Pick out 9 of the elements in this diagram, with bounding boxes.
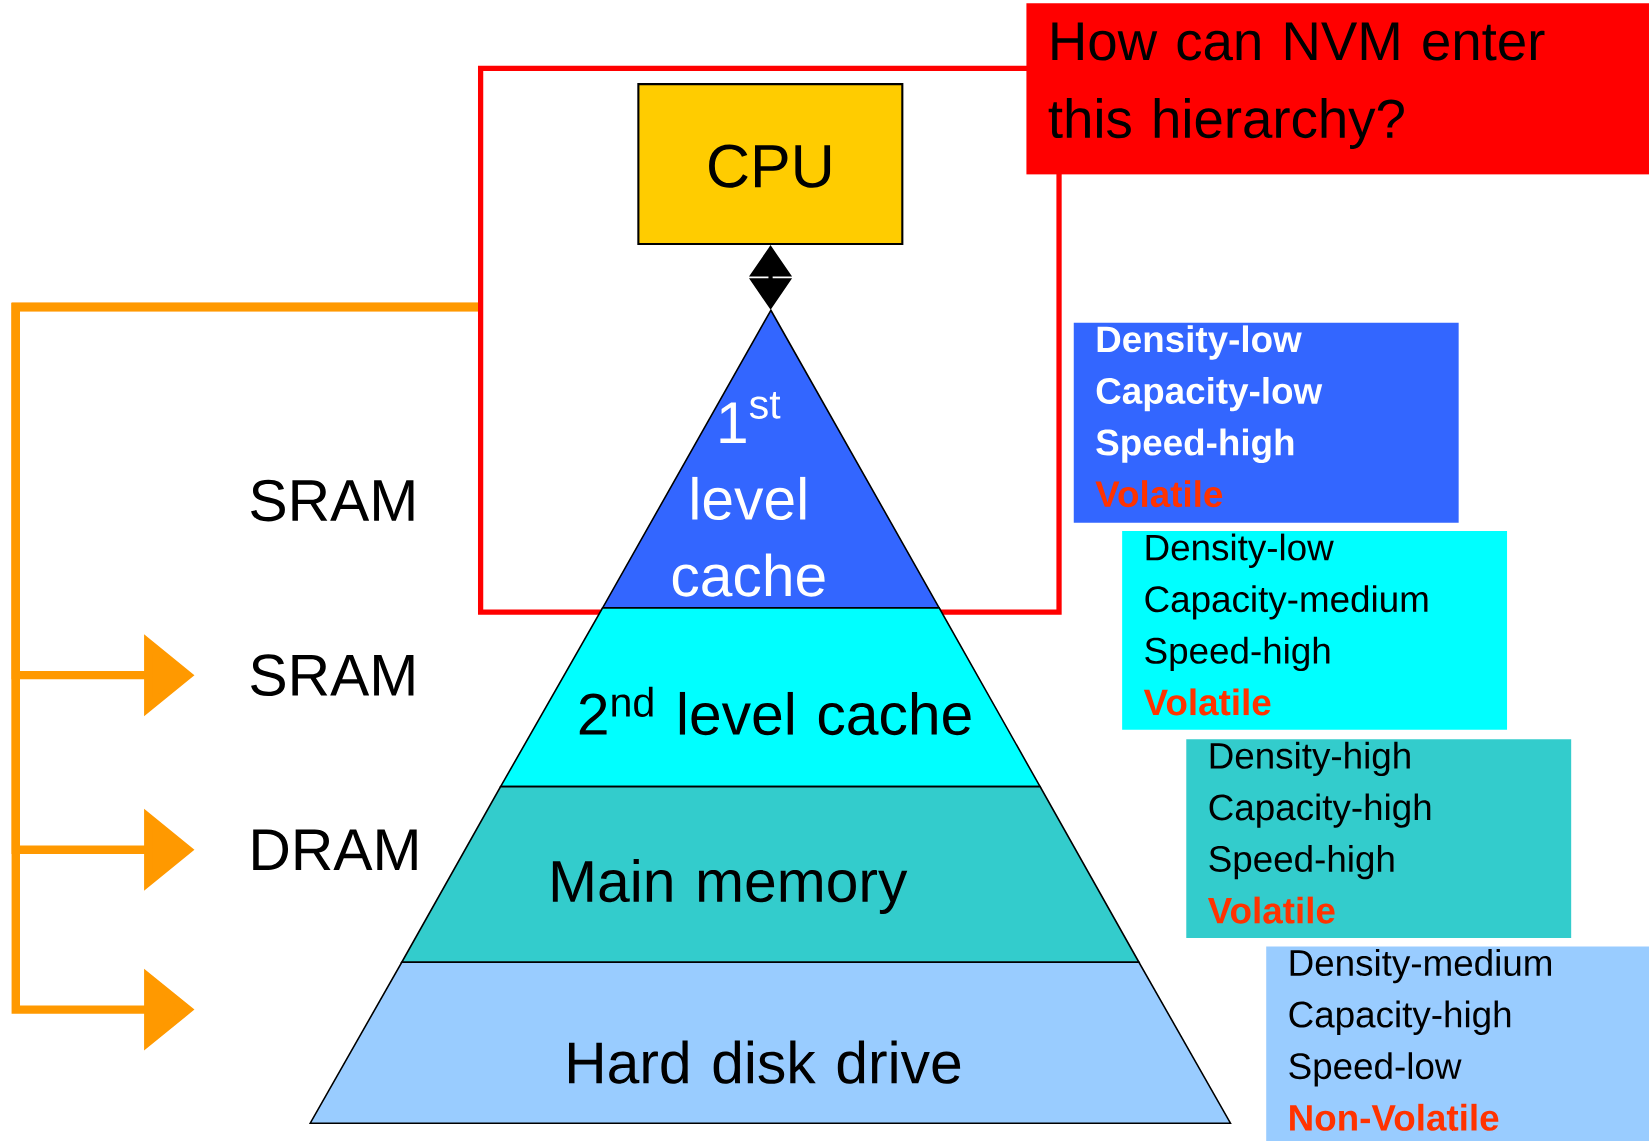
pyramid-level: 2$^{nd}$ level cache: [499, 607, 1042, 788]
property-box: Density-low Capacity-medium Speed-high Volatile: [1122, 531, 1508, 730]
property-box: Density-high Capacity-high Speed-high Volatile: [1186, 739, 1572, 939]
cpu-box: CPU: [637, 83, 904, 246]
property-box: Density-medium Capacity-high Speed-low Non-Volatile: [1266, 946, 1649, 1141]
memory-type-label: SRAM: [251, 654, 414, 696]
property-box: Density-low Capacity-low Speed-high Volatile: [1073, 322, 1459, 523]
question-box: How can NVM enter this hierarchy?: [1026, 3, 1649, 175]
memory-type-label: SRAM: [251, 479, 414, 522]
